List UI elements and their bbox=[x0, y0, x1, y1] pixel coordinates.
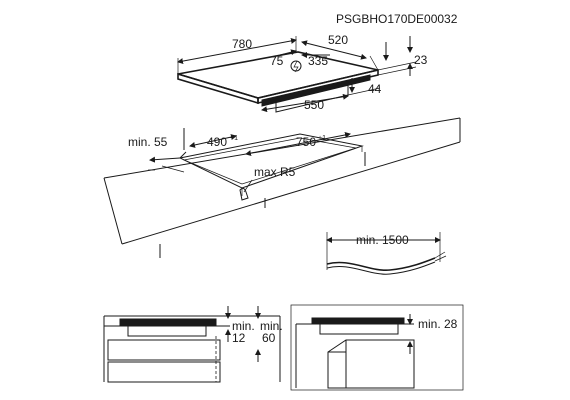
dim-520: 520 bbox=[328, 33, 348, 47]
dim-min-55: min. 55 bbox=[128, 135, 168, 149]
dim-44: 44 bbox=[368, 82, 382, 96]
dim-line-550 bbox=[261, 93, 349, 113]
dim-750-tol: +1 bbox=[318, 135, 326, 142]
dim-550: 550 bbox=[304, 98, 324, 112]
dim-335: 335 bbox=[308, 54, 328, 68]
cursor-hand-icon bbox=[239, 187, 249, 201]
dim-line-520 bbox=[301, 40, 367, 60]
section-left bbox=[103, 315, 281, 383]
section-right bbox=[295, 317, 415, 389]
dim-min-28: min. 28 bbox=[418, 317, 458, 331]
dim-780: 780 bbox=[232, 37, 252, 51]
dim-75: 75 bbox=[270, 54, 284, 68]
dim-line-780 bbox=[177, 37, 297, 65]
dim-23: 23 bbox=[414, 53, 428, 67]
dim-490-tol: +1 bbox=[230, 135, 238, 142]
product-code: PSGBHO170DE00032 bbox=[336, 12, 458, 26]
dim-750: 750 bbox=[296, 135, 316, 149]
dim-min-12-value: 12 bbox=[232, 331, 246, 345]
dim-490: 490 bbox=[207, 135, 227, 149]
section-right-frame bbox=[290, 304, 464, 391]
cable bbox=[326, 257, 436, 271]
dim-min-60-label: min. bbox=[260, 319, 283, 333]
dim-max-r5: max R5 bbox=[254, 165, 296, 179]
dim-min-60-value: 60 bbox=[262, 331, 276, 345]
dim-min-12-label: min. bbox=[232, 319, 255, 333]
dim-min-1500: min. 1500 bbox=[356, 233, 409, 247]
